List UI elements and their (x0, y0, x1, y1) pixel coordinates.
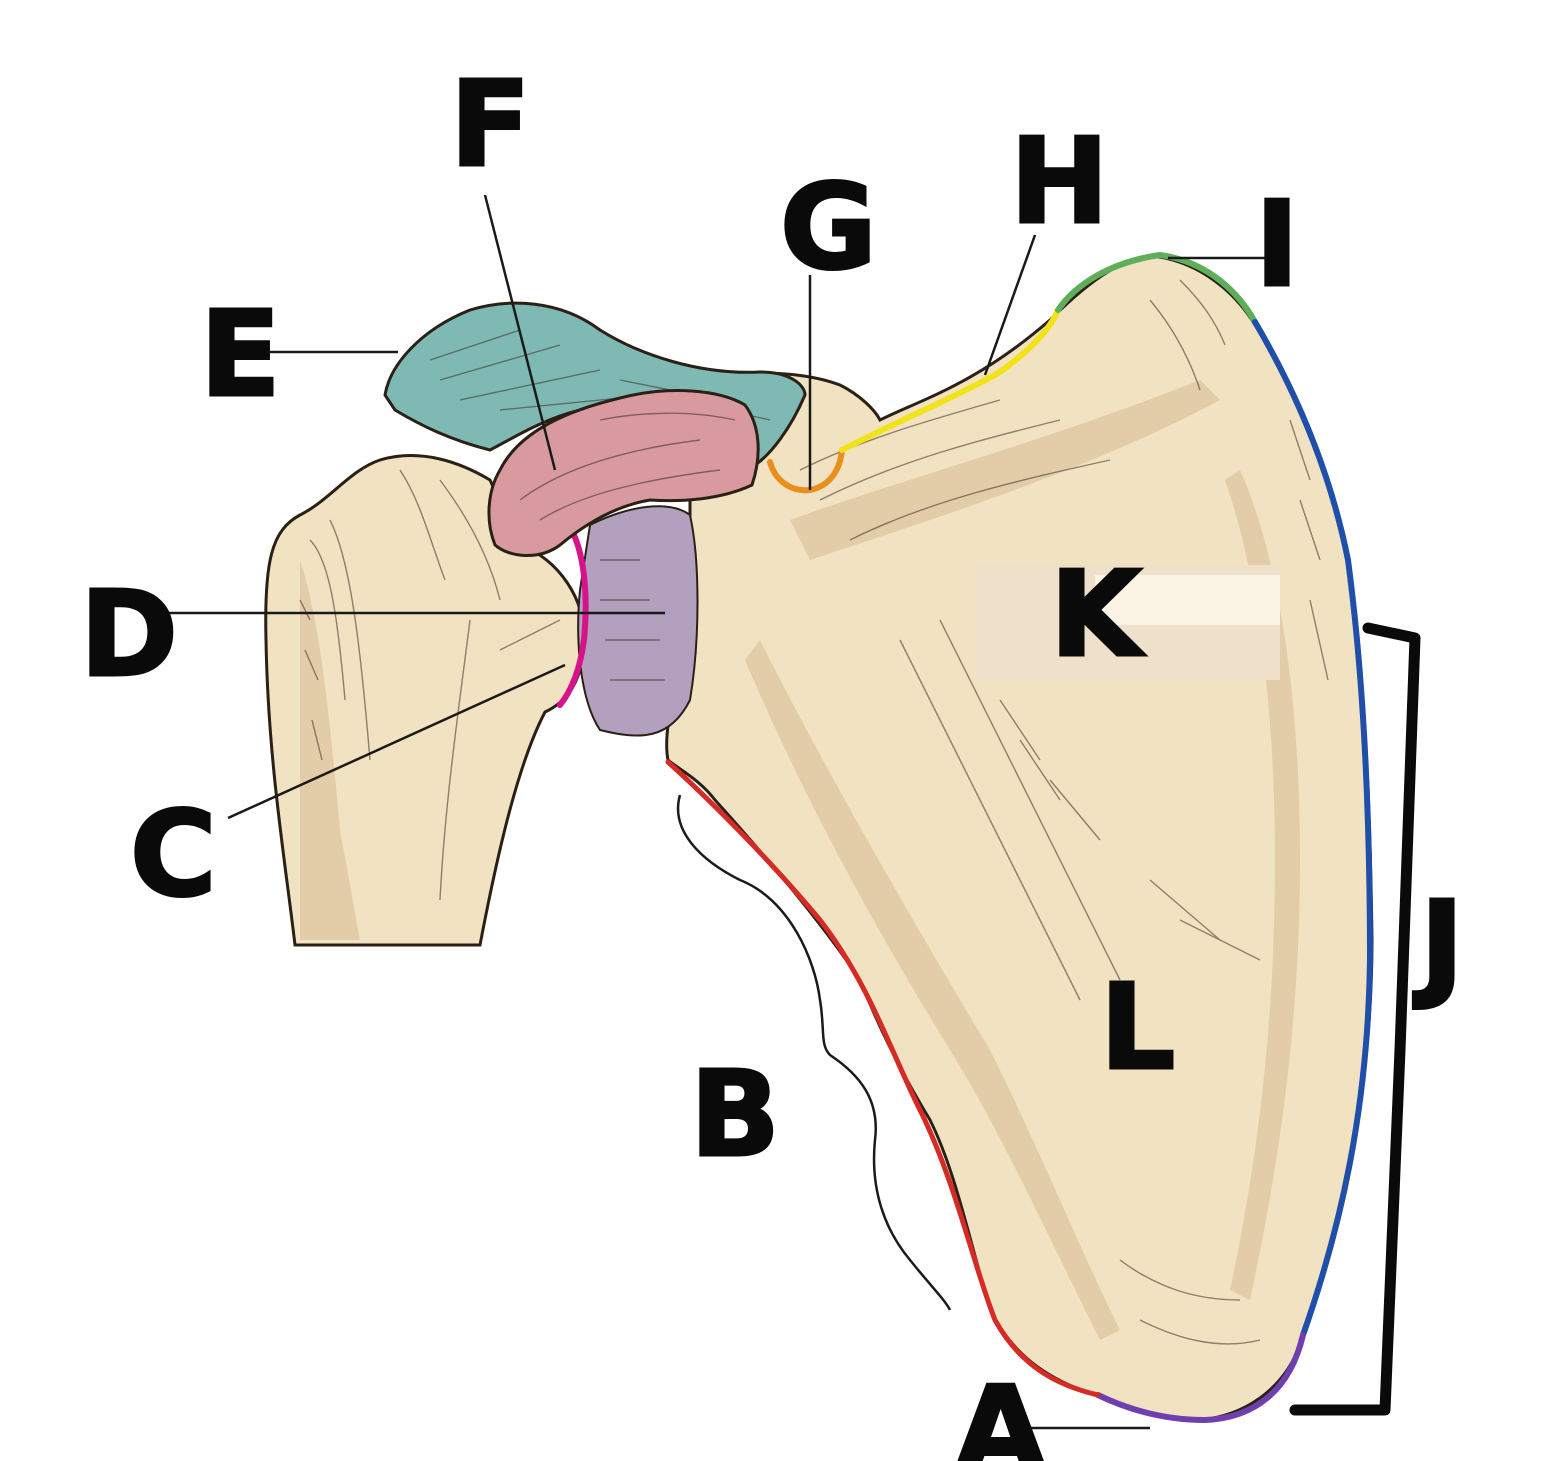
scapula (665, 255, 1374, 1422)
glenoid-fossa (577, 505, 699, 737)
label-F: F (450, 55, 531, 193)
glenoid-rim (557, 532, 589, 708)
label-G: G (780, 158, 877, 296)
leader-C (227, 663, 566, 820)
label-I: I (1255, 175, 1299, 313)
label-D: D (80, 565, 178, 703)
humerus (264, 454, 587, 947)
leader-H (983, 234, 1037, 376)
medial-border (1252, 319, 1374, 1338)
label-L: L (1100, 958, 1175, 1096)
label-B: B (690, 1045, 780, 1183)
bracket-J (1289, 622, 1421, 1416)
label-C: C (130, 785, 217, 923)
label-H: H (1010, 112, 1109, 250)
superior-border (839, 307, 1061, 453)
label-K: K (1050, 545, 1146, 683)
inferior-angle (1095, 1332, 1306, 1424)
leader-F (483, 194, 557, 471)
label-J: J (1413, 875, 1464, 1013)
superior-angle (1055, 251, 1258, 325)
label-E: E (200, 285, 281, 423)
coracoid-process (487, 389, 760, 557)
humerus-shaft (264, 454, 587, 947)
lateral-border (665, 759, 1101, 1398)
label-A: A (955, 1360, 1046, 1461)
leader-B (676, 794, 952, 1311)
